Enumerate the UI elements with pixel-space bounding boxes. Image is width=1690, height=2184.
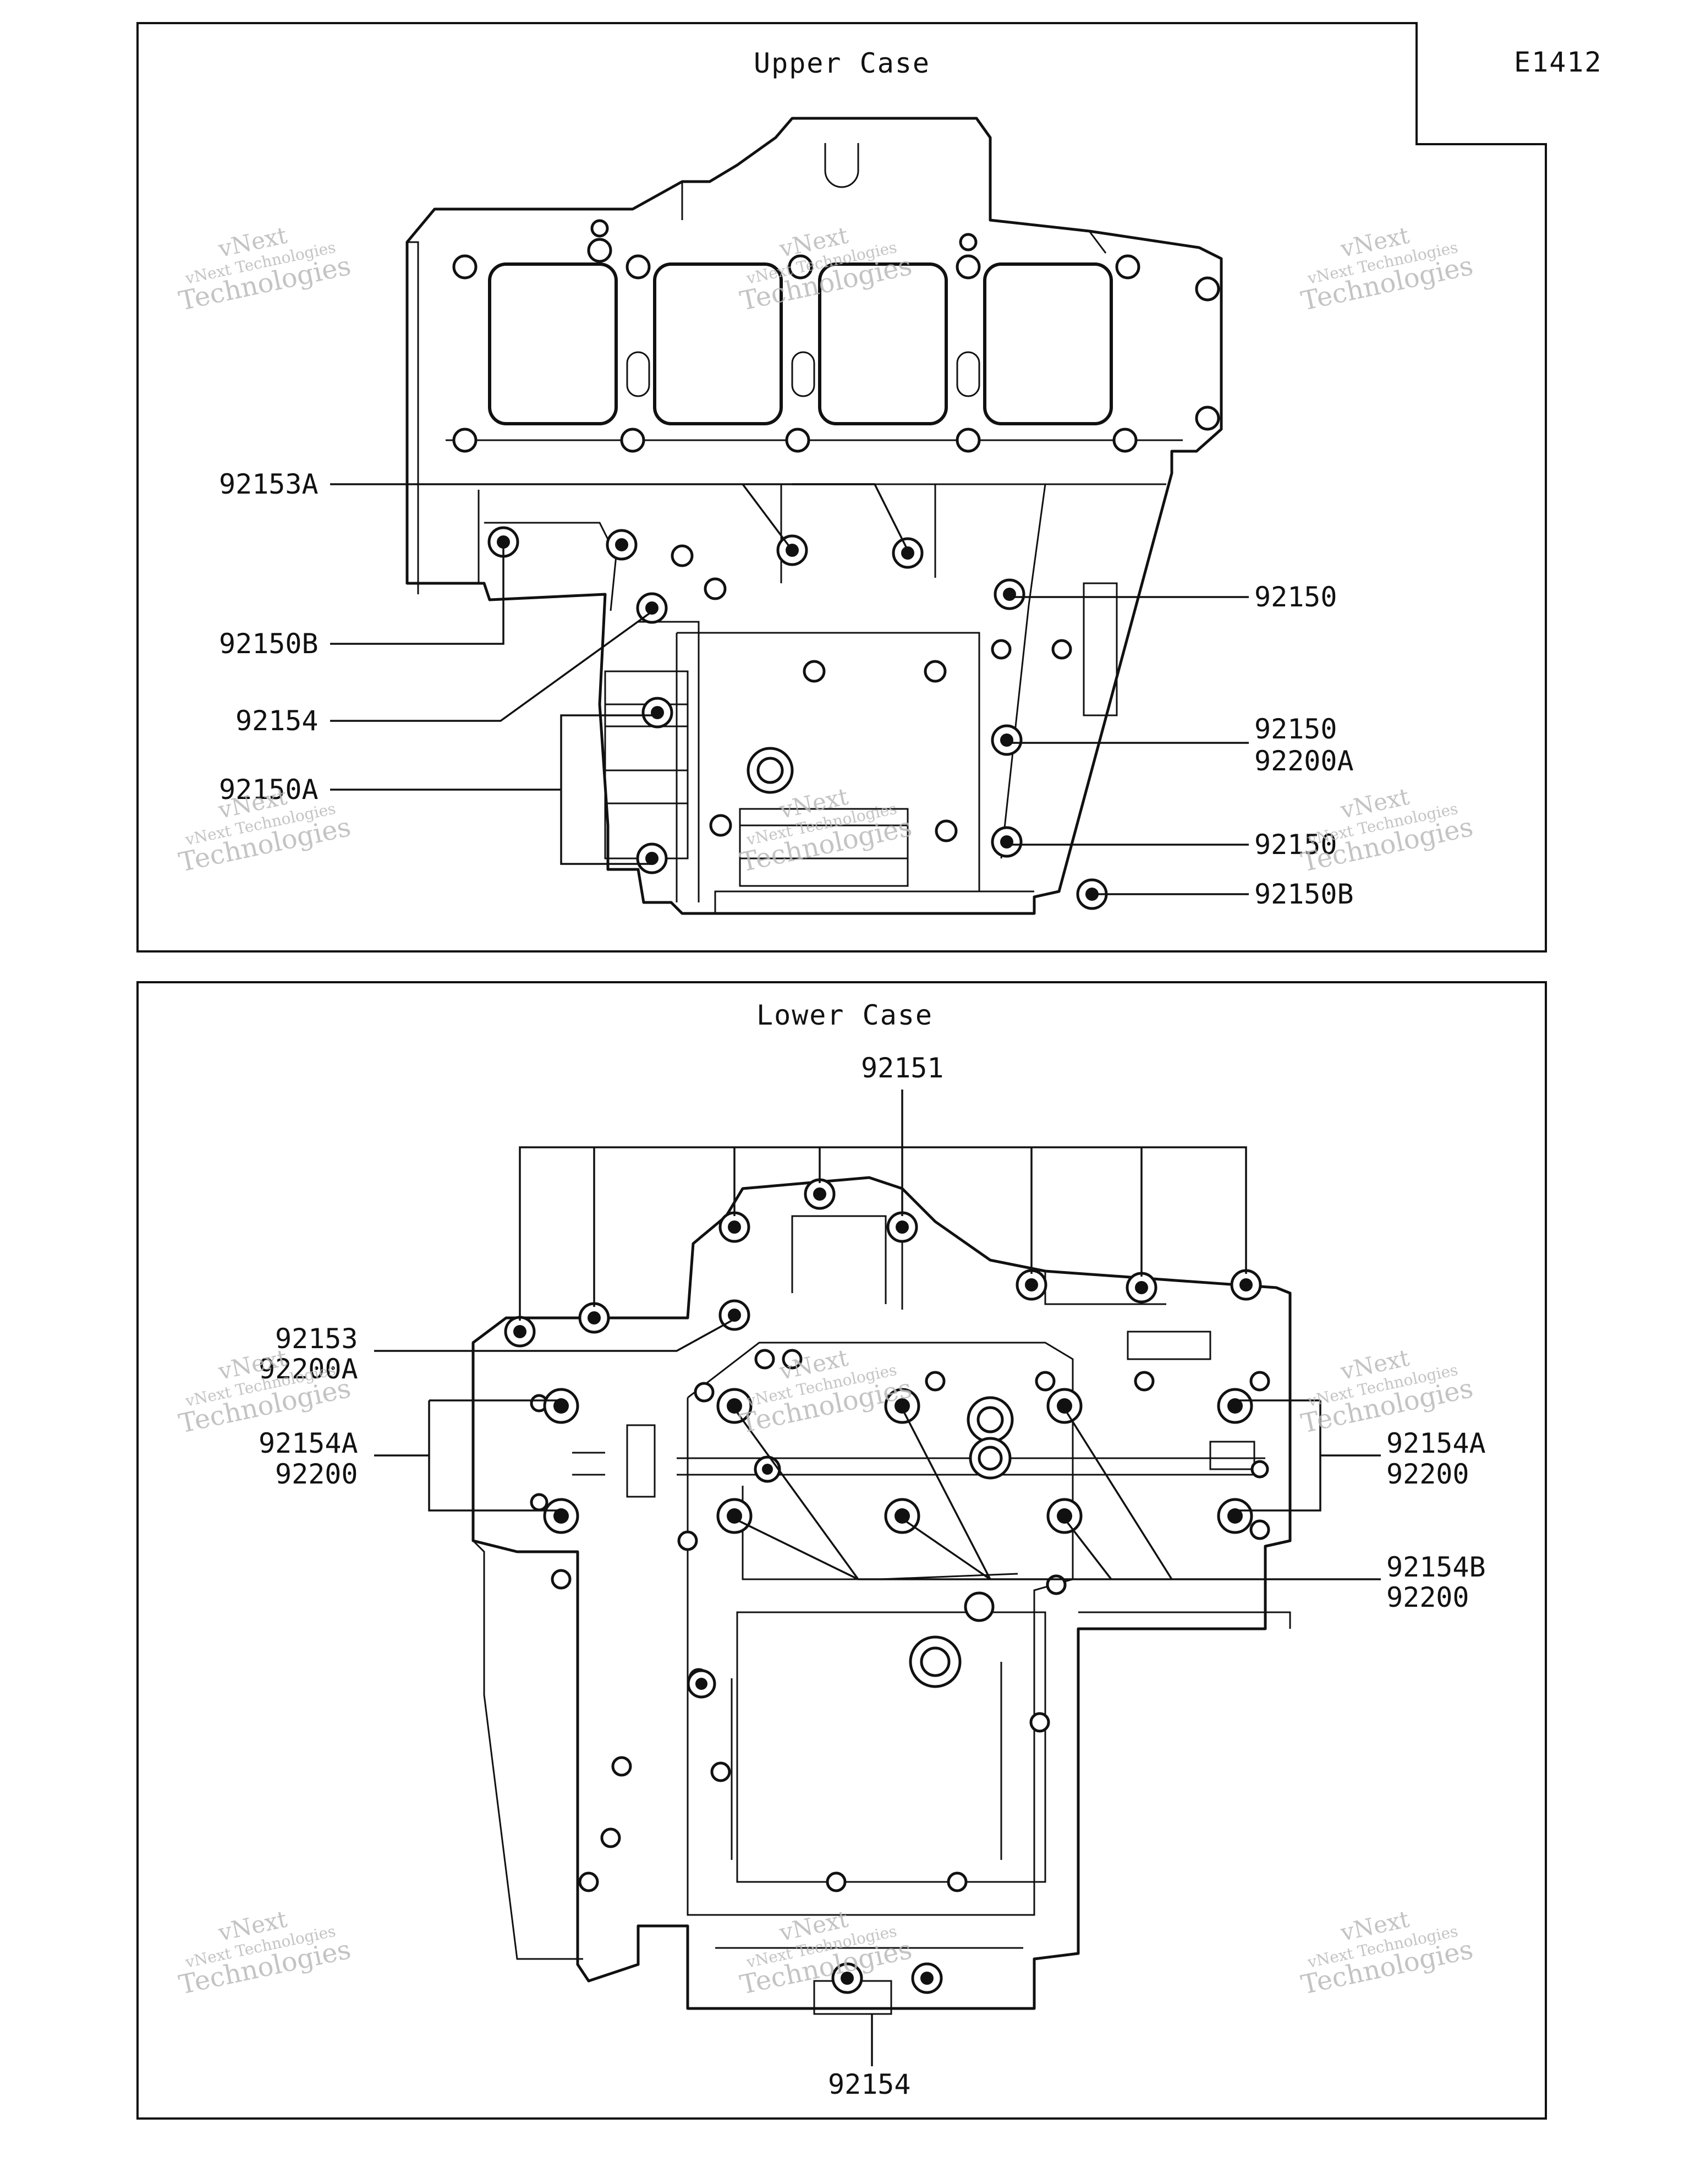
callout-92150-low: 92150 <box>1254 829 1337 861</box>
lower-panel-frame <box>136 981 1547 2120</box>
upper-case-title: Upper Case <box>754 47 930 79</box>
callout-92150-top: 92150 <box>1254 581 1337 613</box>
diagram-code: E1412 <box>1514 46 1603 78</box>
callout-92150B-right: 92150B <box>1254 878 1354 910</box>
callout-92200-rb: 92200 <box>1386 1581 1469 1613</box>
watermark-12: vNext vNext Technologies Technologies <box>1298 1906 1475 2001</box>
callout-92150-mid: 92150 <box>1254 713 1337 745</box>
upper-leader-lines <box>330 483 1249 895</box>
watermark-6: vNext vNext Technologies Technologies <box>1298 783 1475 878</box>
watermarks: vNext vNext Technologies Technologies vN… <box>176 222 1475 2001</box>
watermark-10: vNext vNext Technologies Technologies <box>176 1906 353 2001</box>
watermark-1: vNext vNext Technologies Technologies <box>176 222 353 317</box>
callout-92151: 92151 <box>861 1052 944 1084</box>
callout-92200-left: 92200 <box>275 1458 358 1490</box>
watermark-3: vNext vNext Technologies Technologies <box>1298 222 1475 317</box>
watermark-4: vNext vNext Technologies Technologies <box>176 783 353 878</box>
callout-92153: 92153 <box>275 1323 358 1355</box>
upper-panel-frame <box>136 22 1547 953</box>
callout-92154A-left: 92154A <box>259 1427 358 1459</box>
lower-small-holes <box>530 1349 1270 1892</box>
callout-92150B-left: 92150B <box>219 628 319 660</box>
watermark-9: vNext vNext Technologies Technologies <box>1298 1344 1475 1439</box>
lower-case-title: Lower Case <box>756 999 933 1031</box>
callout-92200-right: 92200 <box>1386 1458 1469 1490</box>
lower-bolts <box>504 1178 1262 1994</box>
lower-case-drawing <box>471 1176 1292 2015</box>
callout-92154B: 92154B <box>1386 1551 1486 1583</box>
watermark-8: vNext vNext Technologies Technologies <box>737 1344 914 1439</box>
callout-92154: 92154 <box>235 705 319 737</box>
callout-92200A-upper: 92200A <box>1254 745 1354 777</box>
cylinder-bore-2 <box>653 262 783 425</box>
cylinder-bore-3 <box>818 262 948 425</box>
upper-case-panel: Upper Case <box>136 22 1547 953</box>
lower-leader-lines <box>374 1090 1381 2066</box>
callout-92154-bottom: 92154 <box>828 2068 911 2100</box>
upper-stud-holes <box>452 219 1220 842</box>
lower-case-panel: Lower Case <box>136 981 1547 2120</box>
callout-92154A-right: 92154A <box>1386 1427 1486 1459</box>
callout-92153A: 92153A <box>219 468 319 500</box>
upper-case-drawing <box>405 117 1223 915</box>
callout-92150A: 92150A <box>219 774 319 806</box>
callout-92200A-lower: 92200A <box>259 1353 358 1385</box>
cylinder-bore-1 <box>488 262 618 425</box>
cylinder-bore-4 <box>983 262 1113 425</box>
